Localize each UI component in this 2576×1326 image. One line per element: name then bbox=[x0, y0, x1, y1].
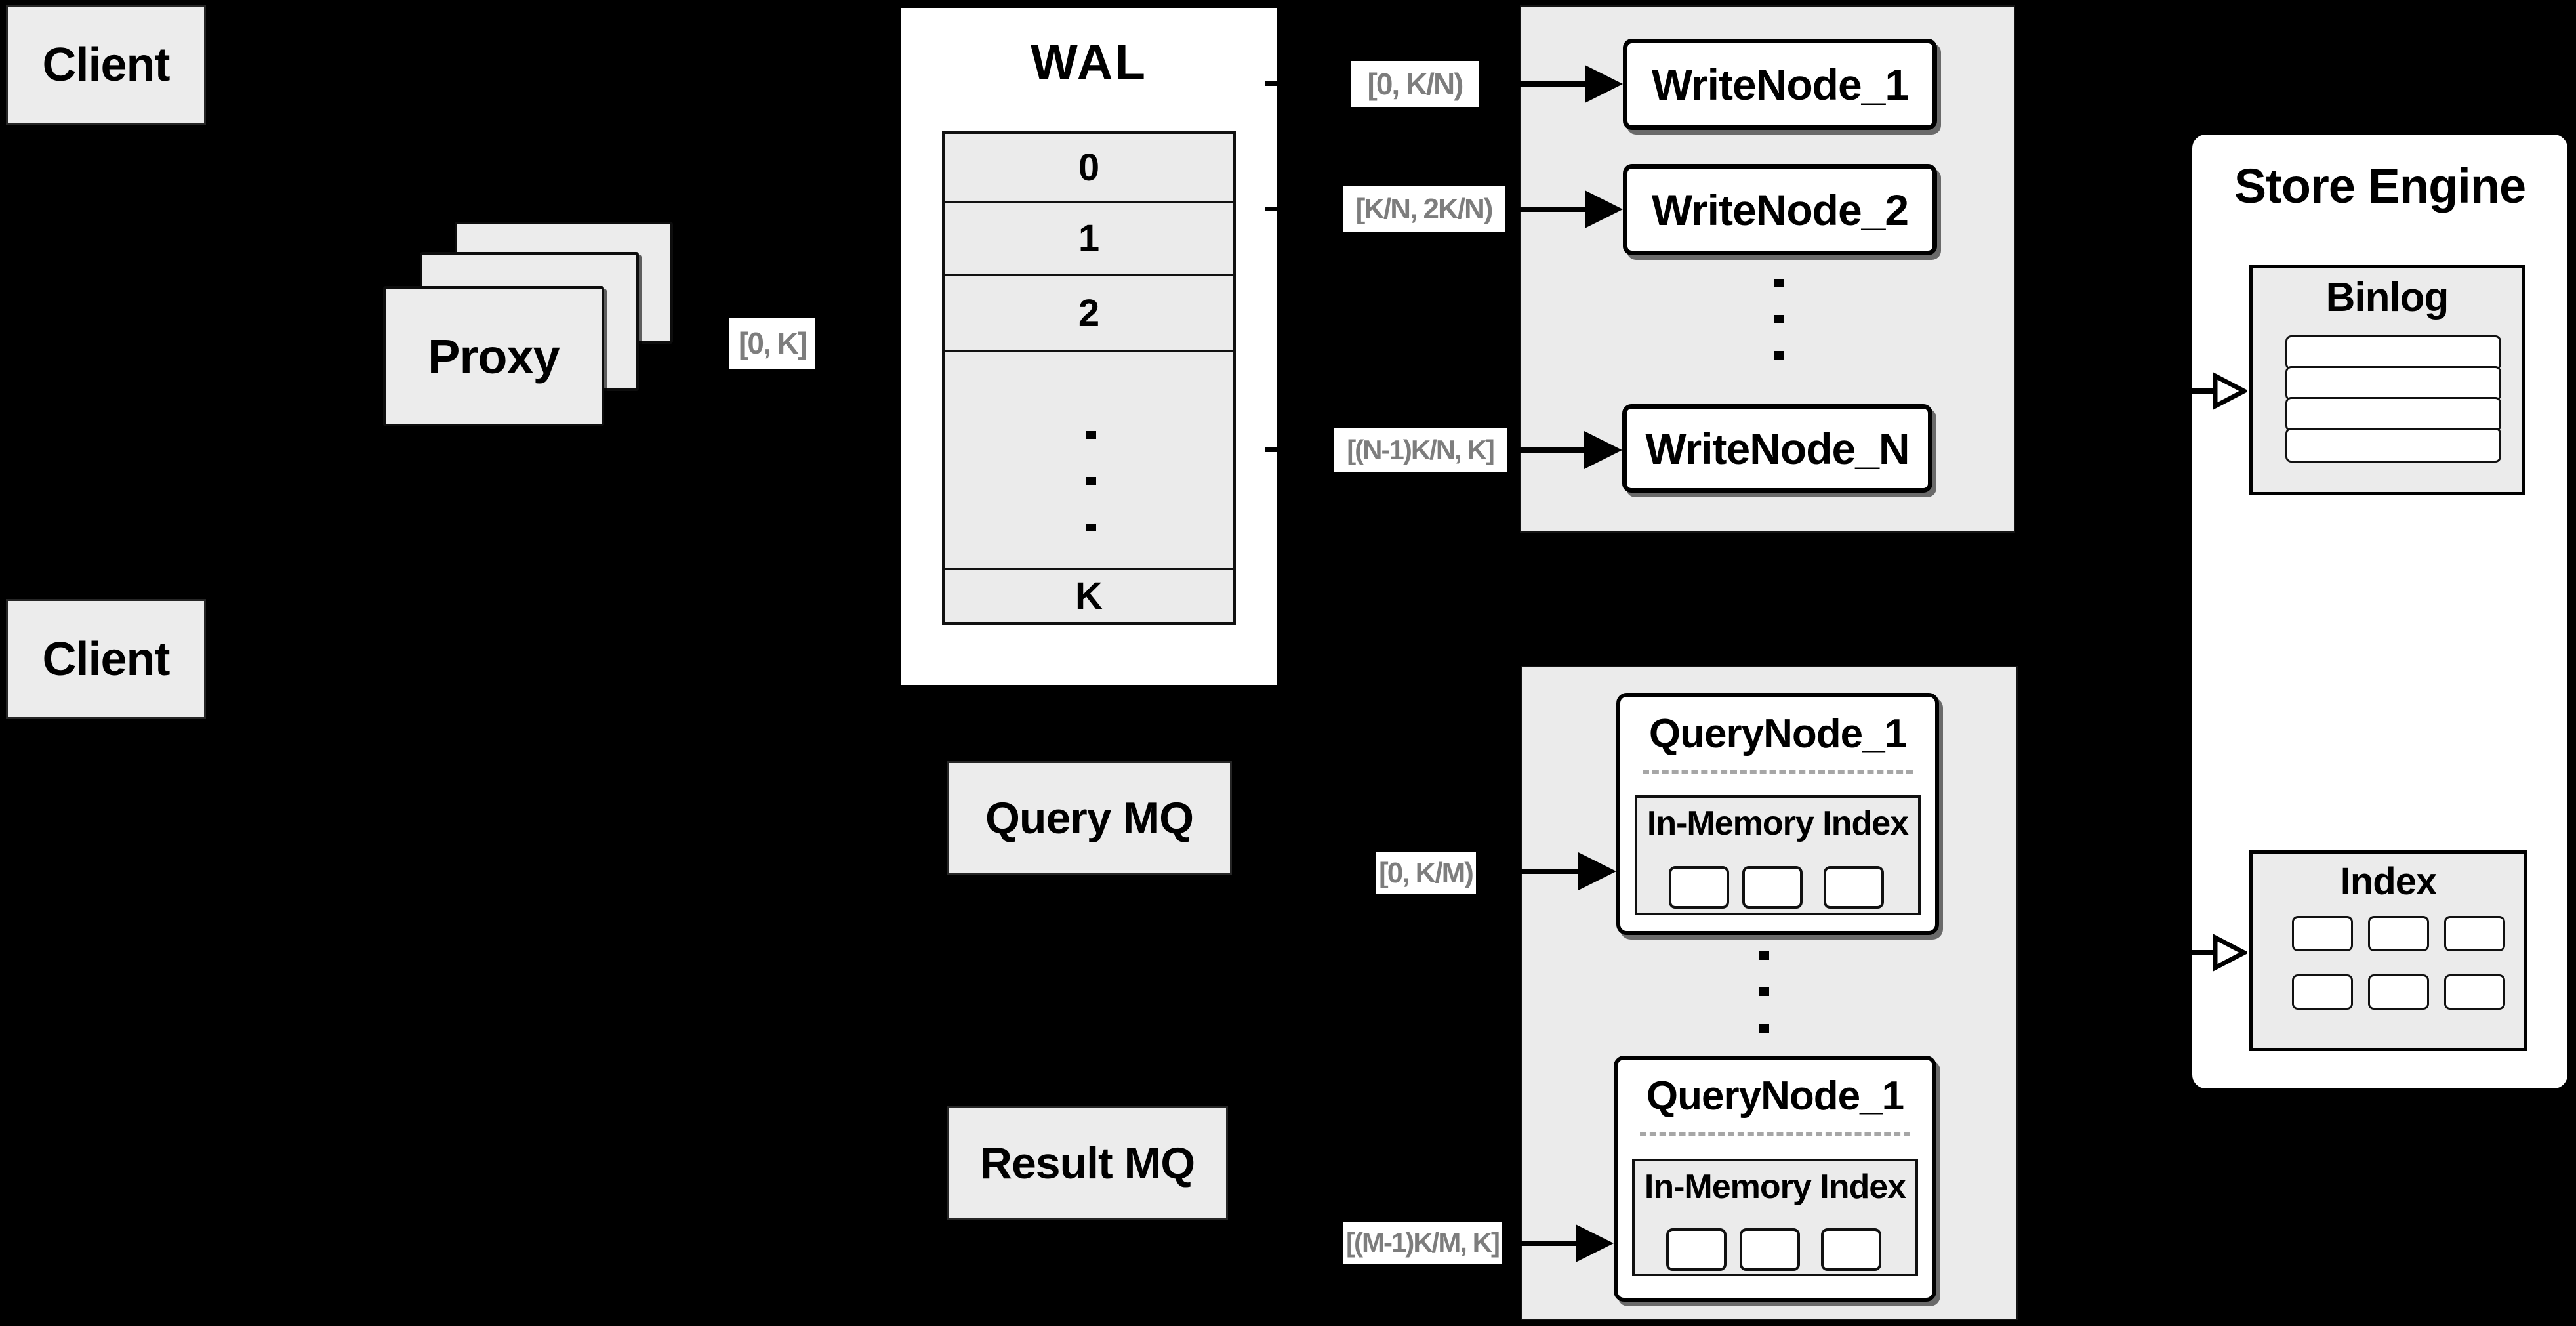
arrow-line-querynode-bottom bbox=[1505, 1241, 1576, 1246]
arrow-head-writenode-2-icon bbox=[1585, 190, 1623, 228]
write-panel-ellipsis-dot bbox=[1774, 279, 1784, 287]
query-node-bottom-separator bbox=[1640, 1132, 1910, 1136]
proxy-box: Proxy bbox=[383, 286, 604, 426]
client-box-top: Client bbox=[6, 5, 206, 125]
wal-ellipsis-dot bbox=[1086, 524, 1096, 531]
segment-square bbox=[1669, 866, 1729, 909]
binlog-row bbox=[2285, 397, 2501, 432]
edge-label-wal-w1: [0, K/N) bbox=[1351, 61, 1479, 107]
binlog-row bbox=[2285, 335, 2501, 370]
arrow-head-index-hollow-icon bbox=[2213, 934, 2247, 972]
segment-square bbox=[1824, 866, 1884, 909]
connector-wal-out-2 bbox=[1265, 207, 1294, 211]
binlog-row bbox=[2285, 428, 2501, 463]
wal-ellipsis-dot bbox=[1086, 477, 1096, 485]
index-square bbox=[2444, 974, 2505, 1010]
arrow-line-binlog bbox=[2189, 388, 2217, 394]
segment-square bbox=[1666, 1228, 1727, 1271]
edge-label-proxy-wal: [0, K] bbox=[729, 318, 815, 369]
query-panel-ellipsis-dot bbox=[1759, 987, 1769, 996]
binlog-title: Binlog bbox=[2325, 274, 2449, 320]
wal-ellipsis-dot bbox=[1086, 431, 1096, 439]
write-panel-ellipsis-dot bbox=[1774, 351, 1784, 360]
write-node-1-box: WriteNode_1 bbox=[1623, 39, 1937, 130]
query-panel-ellipsis-dot bbox=[1759, 1024, 1769, 1033]
wal-title: WAL bbox=[1031, 34, 1147, 91]
index-square bbox=[2368, 974, 2429, 1010]
edge-label-mq-qn-bottom: [(M-1)K/M, K] bbox=[1343, 1222, 1502, 1264]
arrow-head-querynode-bottom-icon bbox=[1576, 1224, 1614, 1262]
wal-segment-table: 0 1 2 K bbox=[942, 131, 1236, 625]
store-engine-title: Store Engine bbox=[2234, 158, 2526, 213]
wal-segment-row: 2 bbox=[945, 276, 1233, 352]
result-mq-box: Result MQ bbox=[947, 1106, 1228, 1220]
segment-square bbox=[1742, 866, 1803, 909]
index-title: Index bbox=[2340, 860, 2437, 903]
client-bottom-label: Client bbox=[42, 632, 170, 686]
segment-square bbox=[1740, 1228, 1800, 1271]
arrow-head-binlog-hollow-icon bbox=[2213, 372, 2247, 410]
arrow-line-writenode-1 bbox=[1481, 81, 1585, 87]
binlog-row bbox=[2285, 366, 2501, 401]
in-memory-index-top-title: In-Memory Index bbox=[1646, 804, 1909, 842]
arrow-head-querynode-top-icon bbox=[1578, 852, 1616, 890]
wal-segment-row: 0 bbox=[945, 134, 1233, 203]
write-node-n-box: WriteNode_N bbox=[1622, 404, 1932, 493]
query-node-top-separator bbox=[1643, 770, 1913, 774]
query-node-bottom-title: QueryNode_1 bbox=[1646, 1073, 1904, 1119]
query-panel-ellipsis-dot bbox=[1759, 951, 1769, 960]
arrow-line-index bbox=[2189, 950, 2217, 955]
index-square bbox=[2444, 916, 2505, 951]
write-panel-ellipsis-dot bbox=[1774, 315, 1784, 323]
edge-label-wal-wn: [(N-1)K/N, K] bbox=[1334, 428, 1507, 472]
query-mq-box: Query MQ bbox=[947, 761, 1232, 875]
index-square bbox=[2292, 974, 2353, 1010]
connector-wal-out-n bbox=[1265, 447, 1294, 452]
proxy-label: Proxy bbox=[428, 329, 560, 384]
client-top-label: Client bbox=[42, 38, 170, 91]
wal-segment-ellipsis-cell bbox=[945, 352, 1233, 570]
segment-square bbox=[1821, 1228, 1881, 1271]
wal-segment-row: 1 bbox=[945, 203, 1233, 276]
arrow-head-writenode-n-icon bbox=[1584, 431, 1622, 469]
arrow-line-writenode-2 bbox=[1507, 207, 1585, 212]
edge-label-mq-qn-top: [0, K/M) bbox=[1376, 852, 1476, 894]
arrow-head-writenode-1-icon bbox=[1585, 65, 1623, 103]
index-square bbox=[2368, 916, 2429, 951]
query-node-top-title: QueryNode_1 bbox=[1648, 711, 1907, 756]
arrow-line-writenode-n bbox=[1509, 447, 1584, 453]
write-node-2-box: WriteNode_2 bbox=[1623, 164, 1937, 255]
index-square bbox=[2292, 916, 2353, 951]
wal-segment-row: K bbox=[945, 570, 1233, 622]
arrow-line-querynode-top bbox=[1479, 869, 1578, 874]
connector-wal-out-1 bbox=[1265, 81, 1294, 86]
client-box-bottom: Client bbox=[6, 599, 206, 719]
in-memory-index-bottom-title: In-Memory Index bbox=[1644, 1168, 1906, 1206]
edge-label-wal-w2: [K/N, 2K/N) bbox=[1343, 186, 1505, 232]
